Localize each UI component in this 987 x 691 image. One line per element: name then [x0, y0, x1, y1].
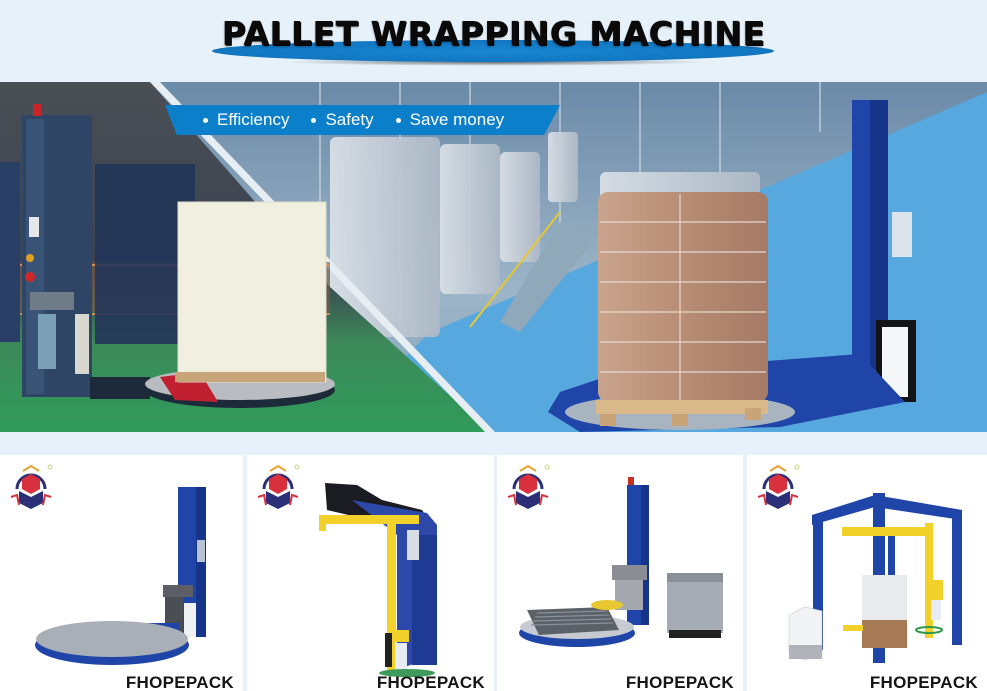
bullet-icon	[203, 117, 208, 123]
feature-label: Efficiency	[217, 110, 290, 129]
feature-item: Safety	[311, 110, 374, 130]
hero-banner: Efficiency Safety Save money	[0, 82, 987, 432]
turntable-wrapper-image	[35, 487, 206, 665]
rotary-arm-wrapper-image	[319, 483, 437, 677]
page-header: PALLET WRAPPING MACHINE	[0, 0, 987, 82]
brand-label: FHOPEPACK	[376, 673, 485, 691]
feature-ribbon: Efficiency Safety Save money	[165, 105, 560, 135]
conveyor-turntable-wrapper-image	[519, 477, 723, 647]
feature-label: Safety	[325, 110, 374, 129]
feature-label: Save money	[409, 110, 505, 129]
fhopepack-logo-icon	[757, 464, 800, 509]
brand-label: FHOPEPACK	[125, 673, 234, 691]
product-card-gantry-rotary-arm[interactable]: FHOPEPACK	[747, 455, 987, 691]
hero-collage	[0, 82, 987, 432]
fhopepack-logo-icon	[10, 464, 53, 509]
brand-label: FHOPEPACK	[625, 673, 734, 691]
bullet-icon	[311, 117, 317, 123]
feature-item: Save money	[395, 110, 505, 130]
brand-label: FHOPEPACK	[869, 673, 978, 691]
fhopepack-logo-icon	[257, 464, 300, 509]
page-title: PALLET WRAPPING MACHINE	[221, 14, 766, 53]
product-card-turntable[interactable]: FHOPEPACK	[0, 455, 243, 691]
feature-item: Efficiency	[203, 110, 289, 130]
fhopepack-logo-icon	[507, 464, 550, 509]
title-shadow	[280, 58, 710, 66]
gantry-wrapper-image	[788, 493, 962, 663]
product-card-rotary-arm[interactable]: FHOPEPACK	[247, 455, 494, 691]
product-card-conveyor-turntable[interactable]: FHOPEPACK	[497, 455, 743, 691]
bullet-icon	[395, 117, 401, 123]
title-underline-ellipse	[212, 40, 774, 62]
